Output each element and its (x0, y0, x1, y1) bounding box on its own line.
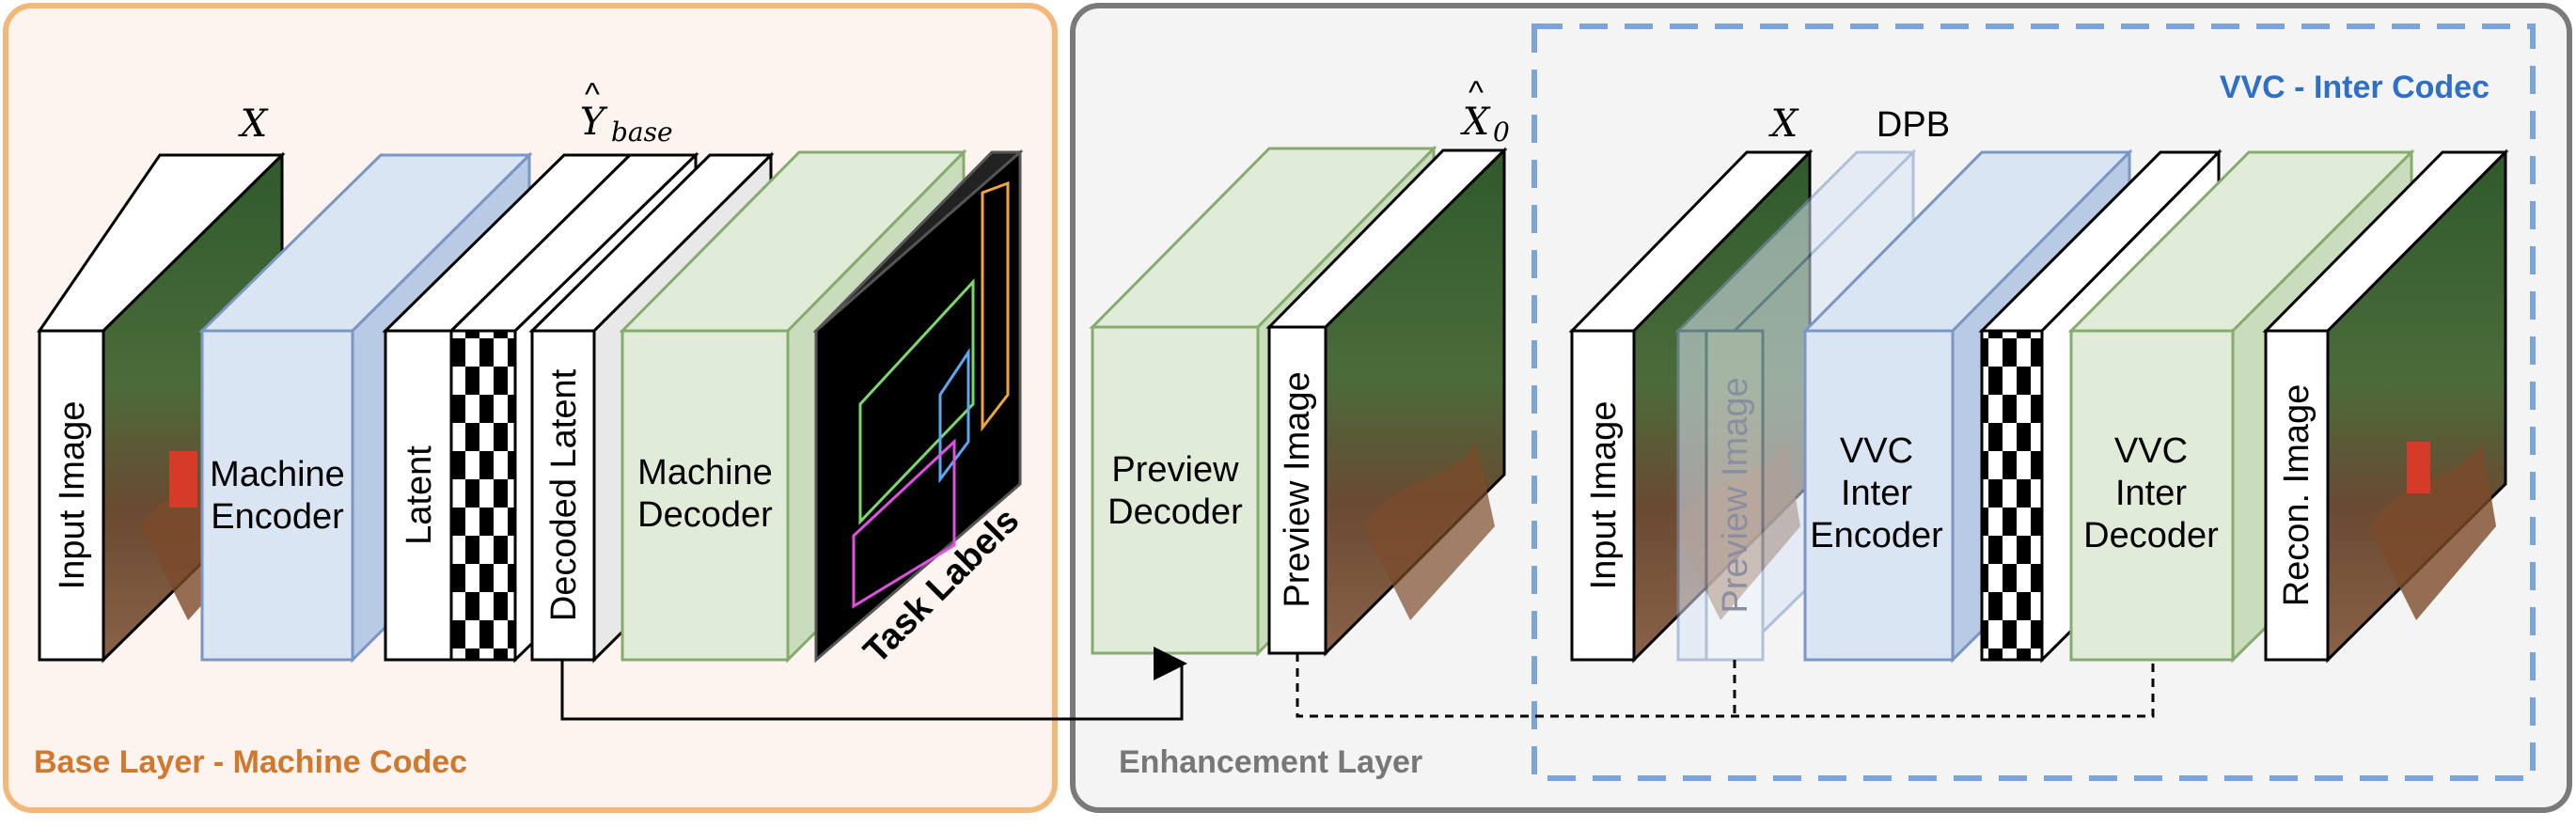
vvc-decoder-label-line1: VVC (2114, 431, 2188, 471)
preview-image-block (1265, 147, 1508, 657)
vvc-encoder-label-line3: Encoder (1810, 516, 1943, 555)
dpb-label: DPB (1877, 105, 1950, 145)
vvc-decoder-label-line3: Decoder (2083, 516, 2219, 555)
decoded-latent-to-preview-arrow (560, 647, 1187, 721)
preview-image-label: Preview Image (1278, 371, 1317, 607)
recon-image-block (2262, 148, 2509, 664)
base-layer-title: Base Layer - Machine Codec (34, 744, 467, 780)
x0-hat-label: X (1460, 101, 1491, 144)
machine-encoder-label-line2: Encoder (211, 497, 344, 537)
machine-encoder-label-line1: Machine (210, 455, 345, 494)
dpb-preview-image-label: Preview Image (1716, 377, 1755, 613)
decoded-latent-label: Decoded Latent (544, 368, 584, 621)
y-hat-label: Y (580, 101, 608, 144)
input-image-label: Input Image (53, 401, 92, 590)
machine-decoder-label-line2: Decoder (637, 495, 773, 535)
preview-to-vvc-dashed-link (1296, 653, 2155, 718)
vvc-encoder-label-line1: VVC (1840, 431, 1913, 471)
preview-decoder-label-line2: Decoder (1107, 492, 1243, 532)
vvc-codec-title: VVC - Inter Codec (2220, 70, 2490, 105)
x0-hat-caret: ^ (1469, 75, 1484, 111)
vvc-input-image-label: Input Image (1584, 401, 1624, 590)
vvc-codec-panel (1531, 23, 2536, 781)
task-labels-block (812, 148, 1024, 664)
enhancement-layer-title: Enhancement Layer (1119, 744, 1422, 780)
vvc-encoder-label-line2: Inter (1841, 474, 1912, 513)
x-label: X (238, 102, 269, 146)
preview-decoder-label-line1: Preview (1111, 450, 1239, 490)
vvc-decoder-label-line2: Inter (2115, 474, 2187, 513)
recon-image-label: Recon. Image (2277, 384, 2317, 607)
y-hat-caret: ^ (585, 77, 600, 113)
latent-label: Latent (400, 445, 439, 545)
x-vvc-label: X (1768, 102, 1799, 146)
y-hat-subscript: base (611, 117, 673, 148)
x0-hat-subscript: 0 (1493, 117, 1510, 148)
machine-decoder-label-line1: Machine (637, 453, 773, 492)
